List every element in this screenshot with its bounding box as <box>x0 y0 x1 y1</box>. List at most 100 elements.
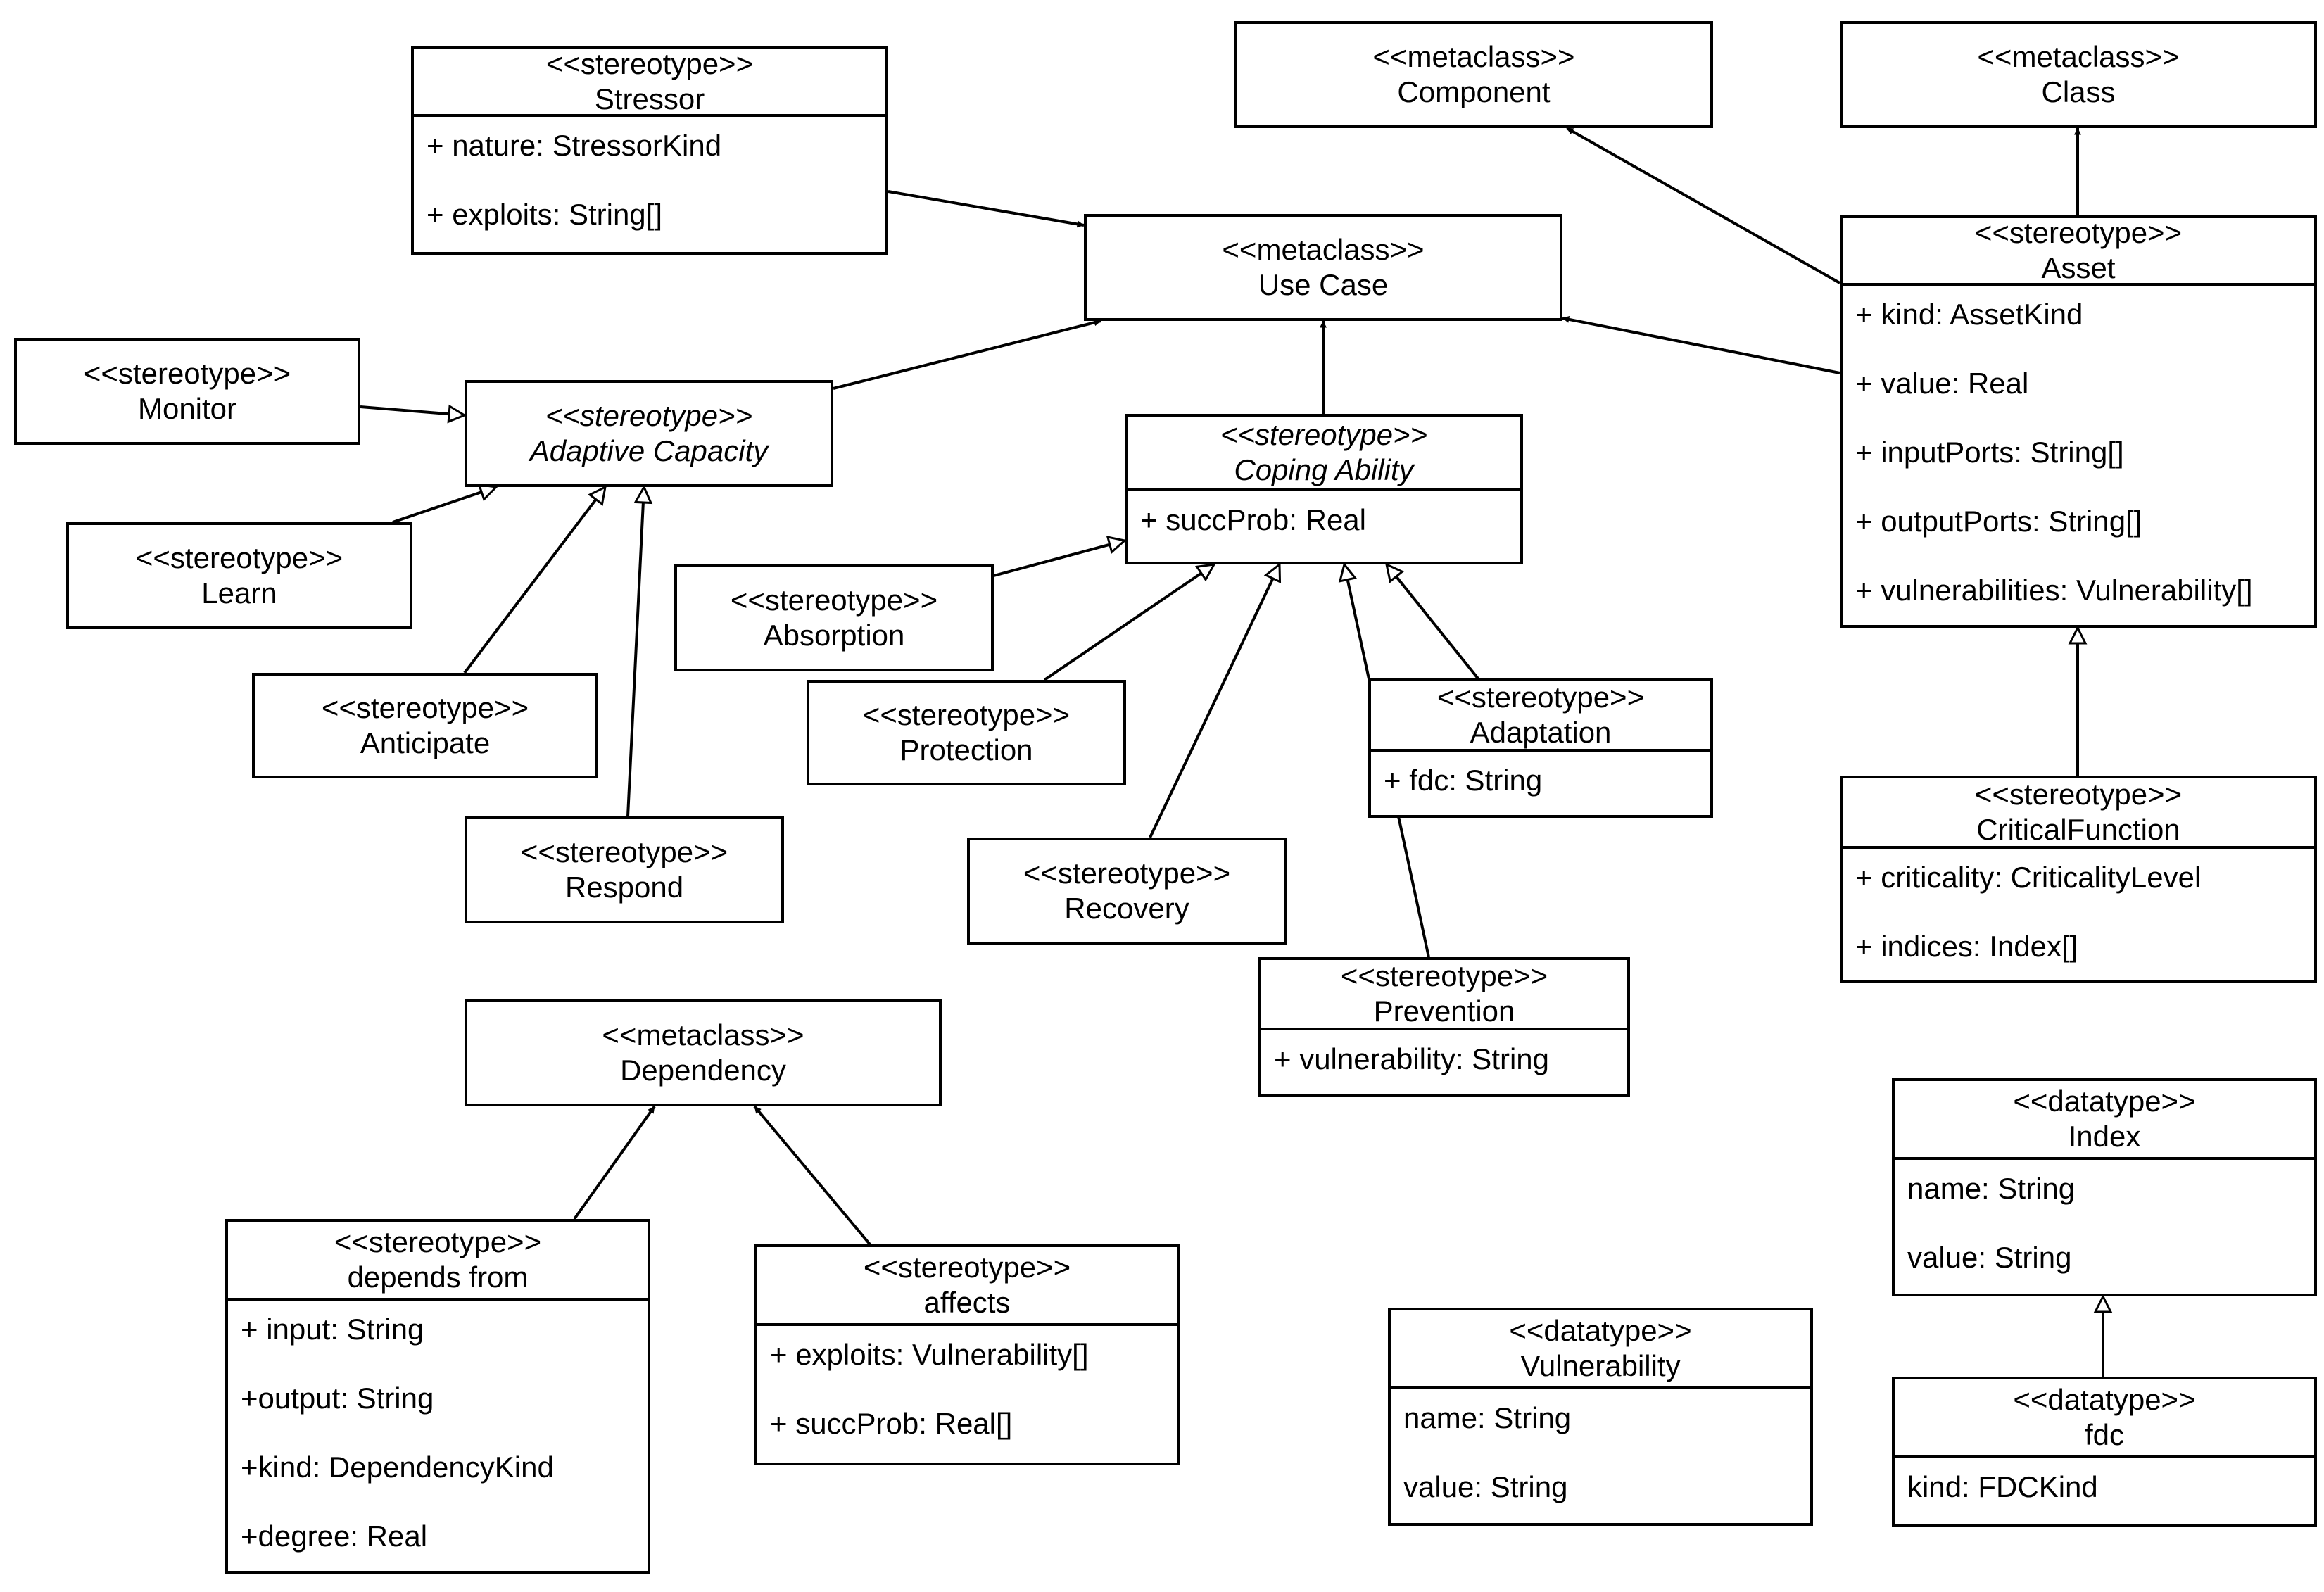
class-name: affects <box>923 1286 1011 1319</box>
class-box-critical-function: <<stereotype>>CriticalFunction+ critical… <box>1840 776 2317 983</box>
attribute: + outputPorts: String[] <box>1855 505 2142 538</box>
class-name: Monitor <box>137 392 237 425</box>
class-name: fdc <box>2084 1418 2125 1451</box>
class-name: Vulnerability <box>1520 1349 1681 1382</box>
class-box-monitor: <<stereotype>>Monitor <box>14 338 360 445</box>
class-box-use-case: <<metaclass>>Use Case <box>1084 214 1562 321</box>
class-header: <<stereotype>>Coping Ability <box>1128 417 1520 491</box>
attribute: value: String <box>1907 1241 2072 1274</box>
class-box-protection: <<stereotype>>Protection <box>807 680 1126 785</box>
generalization-arrowhead <box>1106 536 1128 555</box>
stereotype-label: <<stereotype>> <box>863 1251 1071 1284</box>
attribute-compartment: name: String value: String <box>1391 1389 1810 1523</box>
extension-connector-asset-to-component <box>1566 127 1840 284</box>
attribute: + kind: AssetKind <box>1855 298 2083 331</box>
generalization-arrowhead <box>447 404 467 424</box>
class-box-dependency: <<metaclass>>Dependency <box>465 999 942 1106</box>
generalization-connector-anticipate-to-adaptive-capacity <box>463 485 607 674</box>
class-name: Absorption <box>763 619 905 652</box>
attribute-compartment: + fdc: String <box>1371 752 1710 815</box>
stereotype-label: <<stereotype>> <box>83 357 291 390</box>
attribute-compartment: + criticality: CriticalityLevel+ indices… <box>1843 849 2314 980</box>
stereotype-label: <<stereotype>> <box>730 583 938 617</box>
generalization-connector-absorption-to-coping-ability <box>993 536 1128 577</box>
generalization-connector-recovery-to-coping-ability <box>1149 562 1282 838</box>
stereotype-label: <<datatype>> <box>2013 1085 2196 1118</box>
attribute: + inputPorts: String[] <box>1855 436 2124 469</box>
attribute: value: String <box>1403 1470 1568 1503</box>
attribute-compartment: + exploits: Vulnerability[]+ succProb: R… <box>757 1326 1177 1463</box>
generalization-arrowhead <box>1263 562 1282 583</box>
stereotype-label: <<stereotype>> <box>135 541 343 574</box>
stereotype-label: <<stereotype>> <box>545 399 753 432</box>
stereotype-label: <<datatype>> <box>1509 1314 1692 1347</box>
class-name: Adaptive Capacity <box>529 434 769 467</box>
class-header: <<datatype>>fdc <box>1895 1379 2314 1458</box>
class-name: Index <box>2068 1120 2141 1153</box>
class-name: Asset <box>2041 251 2116 284</box>
class-box-absorption: <<stereotype>>Absorption <box>674 564 994 671</box>
class-box-anticipate: <<stereotype>>Anticipate <box>252 673 598 778</box>
stereotype-label: <<stereotype>> <box>334 1225 542 1258</box>
extension-connector-asset-to-use-case <box>1562 315 1840 374</box>
class-header: <<stereotype>>Adaptation <box>1371 681 1710 752</box>
class-name: Respond <box>564 871 684 904</box>
attribute: + input: String <box>241 1313 424 1346</box>
class-header: <<stereotype>>Prevention <box>1261 959 1627 1030</box>
class-name: Coping Ability <box>1234 453 1414 486</box>
attribute: +degree: Real <box>241 1520 428 1553</box>
stereotype-label: <<stereotype>> <box>1974 778 2183 811</box>
class-header: <<metaclass>>Dependency <box>467 1002 939 1104</box>
class-box-respond: <<stereotype>>Respond <box>465 816 784 923</box>
class-box-depends-from: <<stereotype>>depends from + input: Strin… <box>225 1219 650 1574</box>
generalization-arrowhead <box>1338 562 1358 583</box>
extension-connector-depends-from-to-dependency <box>573 1105 656 1220</box>
generalization-connector-learn-to-adaptive-capacity <box>392 483 499 524</box>
class-name: Anticipate <box>360 726 491 759</box>
stereotype-label: <<stereotype>> <box>1436 681 1645 714</box>
class-name: Stressor <box>594 82 705 115</box>
class-box-vulnerability: <<datatype>>Vulnerability name: String val… <box>1388 1308 1813 1526</box>
class-header: <<stereotype>>Absorption <box>677 567 991 669</box>
attribute: + succProb: Real[] <box>770 1407 1013 1440</box>
class-header: <<stereotype>>Monitor <box>17 341 358 442</box>
attribute: + exploits: String[] <box>427 198 662 231</box>
generalization-arrowhead <box>633 484 653 505</box>
attribute: + fdc: String <box>1384 764 1543 797</box>
attribute: + vulnerabilities: Vulnerability[] <box>1855 574 2253 607</box>
generalization-connector-respond-to-adaptive-capacity <box>626 484 653 817</box>
extension-connector-adaptive-capacity-to-use-case <box>833 319 1101 390</box>
class-box-asset: <<stereotype>>Asset+ kind: AssetKind+ va… <box>1840 215 2317 628</box>
attribute: + criticality: CriticalityLevel <box>1855 861 2202 894</box>
class-name: CriticalFunction <box>1976 813 2180 846</box>
stereotype-label: <<stereotype>> <box>1340 959 1548 992</box>
stereotype-label: <<stereotype>> <box>520 835 728 868</box>
class-header: <<datatype>>Vulnerability <box>1391 1310 1810 1389</box>
generalization-arrowhead <box>1195 563 1216 582</box>
class-header: <<stereotype>>Protection <box>809 683 1123 783</box>
class-header: <<metaclass>>Use Case <box>1087 217 1560 318</box>
stereotype-label: <<metaclass>> <box>602 1018 804 1051</box>
class-header: <<stereotype>>Stressor <box>414 47 885 117</box>
class-box-stressor: <<stereotype>>Stressor + nature: Stressor… <box>411 46 888 255</box>
class-box-recovery: <<stereotype>>Recovery <box>967 838 1287 945</box>
generalization-connector-critical-function-to-asset <box>2068 625 2088 776</box>
class-name: Prevention <box>1373 994 1515 1028</box>
generalization-arrowhead <box>2093 1294 2113 1313</box>
attribute: + nature: StressorKind <box>427 129 722 162</box>
stereotype-label: <<stereotype>> <box>321 691 529 724</box>
class-box-component: <<metaclass>>Component <box>1234 21 1713 128</box>
class-name: Component <box>1397 75 1551 108</box>
stereotype-label: <<metaclass>> <box>1372 40 1575 73</box>
class-header: <<stereotype>>depends from <box>228 1222 648 1301</box>
class-name: Dependency <box>620 1054 786 1087</box>
class-name: depends from <box>347 1261 529 1294</box>
generalization-connector-adaptation-to-coping-ability <box>1384 562 1479 680</box>
class-box-affects: <<stereotype>>affects + exploits: Vulnera… <box>754 1244 1180 1465</box>
attribute: +output: String <box>241 1382 434 1415</box>
attribute: + value: Real <box>1855 367 2029 400</box>
attribute: name: String <box>1403 1401 1572 1434</box>
